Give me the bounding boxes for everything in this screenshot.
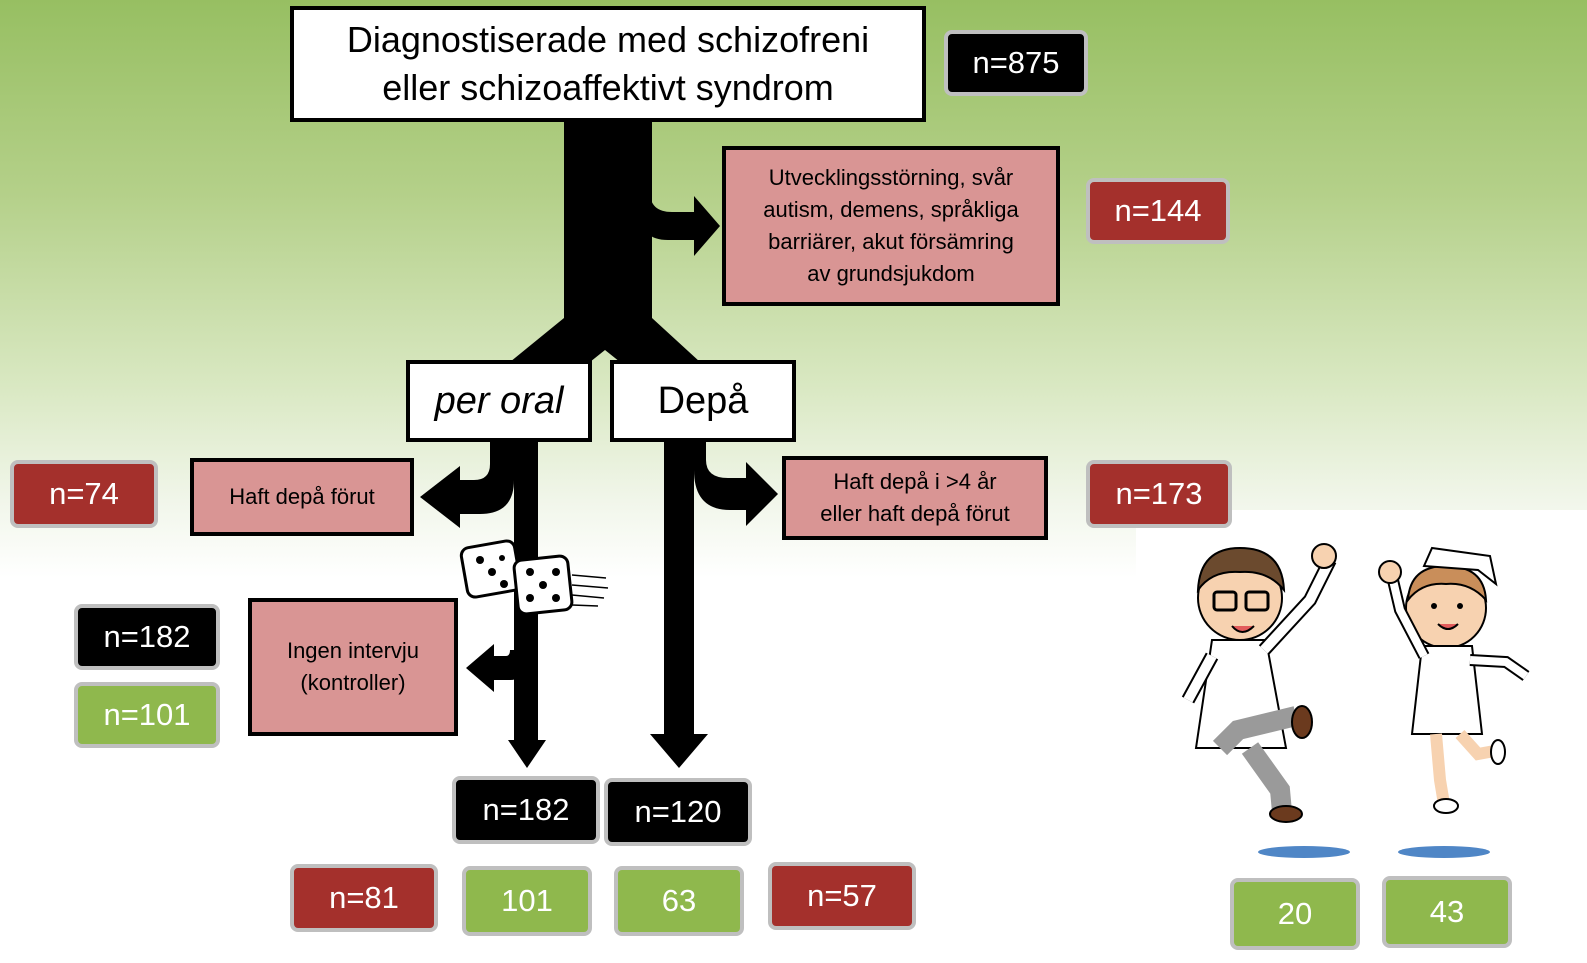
nurse-count-badge: 43 xyxy=(1382,876,1512,948)
control-line-2: (kontroller) xyxy=(300,670,406,695)
depot-excluded-badge: n=173 xyxy=(1086,460,1232,528)
doctor-count-badge: 20 xyxy=(1230,878,1360,950)
split-shape xyxy=(510,318,700,362)
exclusion-line-1: Utvecklingsstörning, svår xyxy=(768,165,1014,190)
oral-exclusion-label: Haft depå förut xyxy=(229,484,375,509)
depot-branch-box: Depå xyxy=(610,360,796,442)
oral-exclusion-box: Haft depå förut xyxy=(190,458,414,536)
oral-branch-label: per oral xyxy=(434,379,564,422)
exclusion-arrow xyxy=(640,192,720,256)
population-line-2: eller schizoaffektivt syndrom xyxy=(382,67,834,108)
oral-branch-box: per oral xyxy=(406,360,592,442)
depot-exclusion-line-2: eller haft depå förut xyxy=(820,501,1010,526)
exclusion-line-2: autism, demens, språkliga xyxy=(763,197,1019,222)
exclusion-line-3: barriärer, akut försämring xyxy=(768,229,1014,254)
nurse-illustration xyxy=(1378,546,1530,858)
control-line-1: Ingen intervju xyxy=(286,638,420,663)
depot-exclusion-arrow xyxy=(694,440,778,526)
doctor-illustration xyxy=(1181,543,1350,858)
oral-excluded-badge: n=74 xyxy=(10,460,158,528)
depot-arrow-head xyxy=(650,734,708,768)
control-box: Ingen intervju (kontroller) xyxy=(248,598,458,736)
exclusion-criteria-box: Utvecklingsstörning, svår autism, demens… xyxy=(722,146,1060,306)
dice-icon xyxy=(459,539,609,616)
control-arrow xyxy=(466,644,522,692)
oral-green-badge: 101 xyxy=(462,866,592,936)
depot-line xyxy=(664,440,694,736)
excluded-count-badge: n=144 xyxy=(1086,178,1230,244)
total-count-badge: n=875 xyxy=(944,30,1088,96)
depot-branch-label: Depå xyxy=(657,379,749,422)
control-total-badge: n=182 xyxy=(74,604,220,670)
depot-green-badge: 63 xyxy=(614,866,744,936)
depot-exclusion-box: Haft depå i >4 år eller haft depå förut xyxy=(782,456,1048,540)
oral-total-badge: n=182 xyxy=(452,776,600,844)
exclusion-line-4: av grundsjukdom xyxy=(807,261,975,286)
population-box: Diagnostiserade med schizofreni eller sc… xyxy=(290,6,926,122)
oral-red-badge: n=81 xyxy=(290,864,438,932)
depot-exclusion-line-1: Haft depå i >4 år xyxy=(833,469,997,494)
depot-total-badge: n=120 xyxy=(604,778,752,846)
depot-red-badge: n=57 xyxy=(768,862,916,930)
oral-arrow-head xyxy=(508,740,546,768)
oral-exclusion-arrow xyxy=(420,440,514,528)
population-line-1: Diagnostiserade med schizofreni xyxy=(346,19,870,60)
main-trunk xyxy=(564,122,652,322)
control-green-badge: n=101 xyxy=(74,682,220,748)
